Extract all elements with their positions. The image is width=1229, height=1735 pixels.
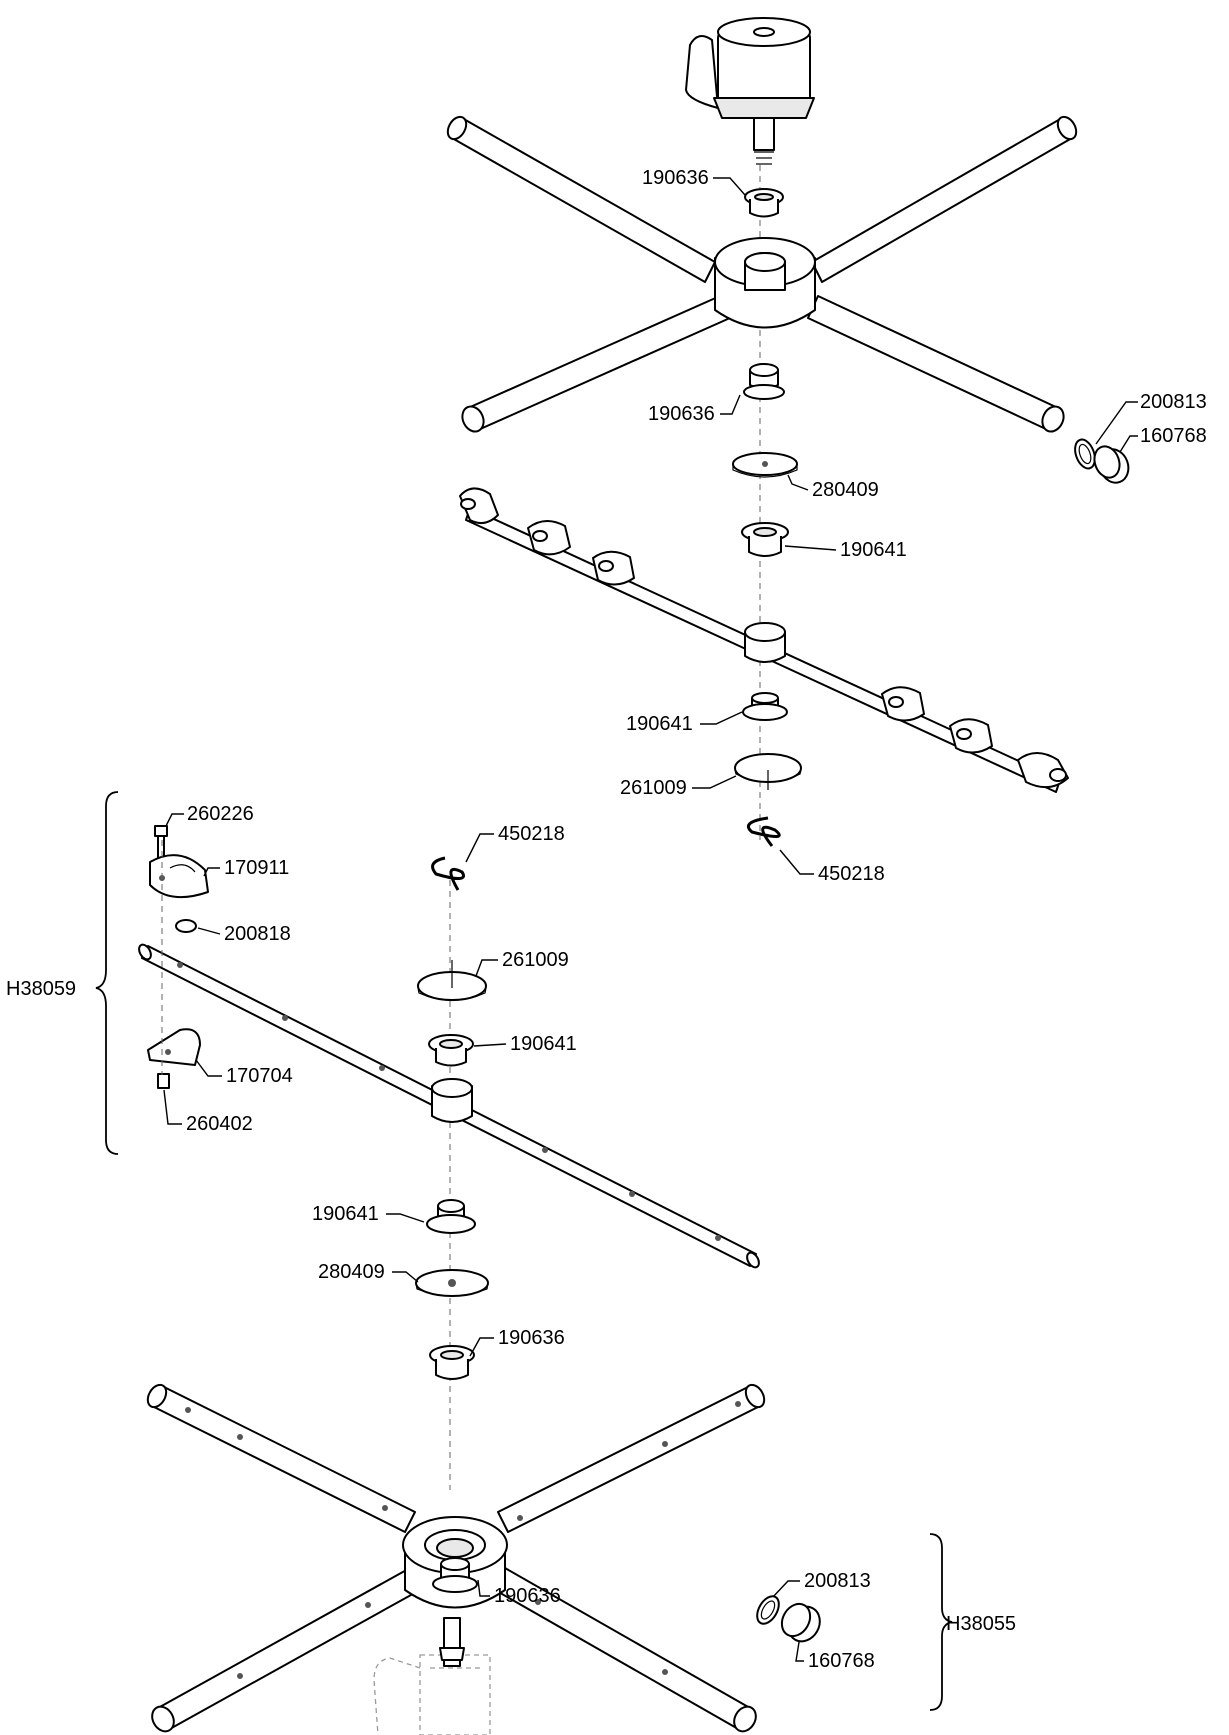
callout-190641-d: 190641 <box>312 1203 425 1225</box>
svg-text:261009: 261009 <box>620 777 687 799</box>
callout-261009-top: 261009 <box>620 775 737 799</box>
svg-text:280409: 280409 <box>812 479 879 501</box>
callout-450218-mid: 450218 <box>465 823 565 863</box>
callout-260402: 260402 <box>163 1089 253 1135</box>
washer-280409-lower <box>415 1269 489 1297</box>
svg-text:261009: 261009 <box>502 949 569 971</box>
callout-261009-mid: 261009 <box>475 949 569 977</box>
svg-text:200813: 200813 <box>804 1570 871 1592</box>
svg-text:190641: 190641 <box>840 539 907 561</box>
bushing-190636-lower <box>429 1345 475 1380</box>
svg-text:200818: 200818 <box>224 923 291 945</box>
svg-text:190641: 190641 <box>510 1033 577 1055</box>
callout-190636-c: 190636 <box>469 1327 565 1357</box>
screw-260226 <box>154 825 168 861</box>
o-ring-200818 <box>175 919 197 933</box>
svg-text:450218: 450218 <box>818 863 885 885</box>
lower-rinse-bar <box>138 943 760 1269</box>
bushing-190636-upper <box>744 188 784 218</box>
callout-280409-bot: 280409 <box>318 1261 419 1283</box>
callout-200813-bot: 200813 <box>771 1570 871 1599</box>
clamp-170911 <box>149 854 209 899</box>
svg-text:190636: 190636 <box>642 167 709 189</box>
upper-drive-motor <box>685 17 815 165</box>
svg-text:170911: 170911 <box>224 857 289 879</box>
svg-text:190641: 190641 <box>312 1203 379 1225</box>
lower-drive-motor-phantom <box>373 1630 491 1735</box>
lower-drive-shaft <box>439 1617 465 1667</box>
svg-text:160768: 160768 <box>808 1650 875 1672</box>
end-ring-200813-lower <box>756 1595 780 1625</box>
assembly-brace-h38059: H38059 <box>6 791 119 1155</box>
svg-text:260226: 260226 <box>187 803 254 825</box>
svg-text:260402: 260402 <box>186 1113 253 1135</box>
svg-text:170704: 170704 <box>226 1065 293 1087</box>
upper-spray-arm <box>446 115 1078 433</box>
callout-160768-bot: 160768 <box>795 1635 875 1672</box>
bushing-190636-upper-lower <box>743 363 785 400</box>
callout-170911: 170911 <box>203 857 289 879</box>
clamp-170704 <box>147 1028 201 1066</box>
svg-text:450218: 450218 <box>498 823 565 845</box>
callout-450218-top: 450218 <box>779 849 885 885</box>
svg-text:190636: 190636 <box>494 1585 561 1607</box>
svg-text:190636: 190636 <box>648 403 715 425</box>
assembly-brace-h38055: H38055 <box>929 1533 1016 1711</box>
washer-280409-upper <box>732 452 798 478</box>
disc-261009-upper <box>734 753 802 790</box>
callout-190641-b: 190641 <box>626 711 743 735</box>
callout-200818: 200818 <box>197 923 291 945</box>
bushing-190641-upper-lower <box>742 692 788 721</box>
svg-text:160768: 160768 <box>1140 425 1207 447</box>
callout-280409-top: 280409 <box>787 474 879 501</box>
svg-text:H38055: H38055 <box>946 1613 1016 1635</box>
disc-261009-lower <box>417 960 487 1002</box>
callout-190636-b: 190636 <box>648 394 741 425</box>
upper-rinse-bar <box>459 487 1069 793</box>
bushing-190641-lowest <box>426 1199 476 1234</box>
svg-text:280409: 280409 <box>318 1261 385 1283</box>
svg-text:190641: 190641 <box>626 713 693 735</box>
bushing-190636-lowest <box>432 1557 478 1593</box>
svg-text:H38059: H38059 <box>6 978 76 1000</box>
spring-clip-450218-lower <box>431 856 465 891</box>
nut-260402 <box>157 1073 170 1089</box>
callout-200813-top: 200813 <box>1095 391 1207 445</box>
callout-190641-a: 190641 <box>784 539 907 561</box>
callout-260226: 260226 <box>165 803 254 827</box>
callout-190636-a: 190636 <box>642 167 746 196</box>
end-cap-160768-lower <box>780 1602 821 1643</box>
spring-clip-450218-upper <box>747 816 781 847</box>
callout-160768-top: 160768 <box>1119 425 1207 453</box>
callout-170704: 170704 <box>195 1059 293 1087</box>
end-ring-200813-upper <box>1074 438 1096 470</box>
end-cap-160768-upper <box>1093 445 1130 484</box>
lower-spray-arm <box>146 1383 766 1733</box>
bushing-190641-upper <box>741 522 789 557</box>
callout-190636-d: 190636 <box>477 1579 561 1607</box>
callout-190641-c: 190641 <box>473 1033 577 1055</box>
svg-text:200813: 200813 <box>1140 391 1207 413</box>
svg-text:190636: 190636 <box>498 1327 565 1349</box>
bushing-190641-lower <box>428 1034 474 1067</box>
